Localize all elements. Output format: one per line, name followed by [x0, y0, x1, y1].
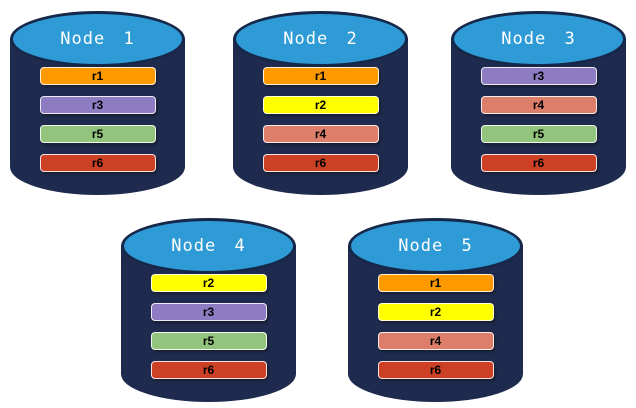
replica-label: r5	[91, 127, 104, 141]
replica-label: r3	[91, 98, 104, 112]
replica-label: r2	[314, 98, 327, 112]
cylinder-top: Node 1	[10, 11, 185, 67]
replica-label: r2	[429, 305, 442, 319]
replica-bar: r2	[262, 96, 379, 114]
replica-bar: r1	[377, 274, 494, 292]
node-label: Node 4	[171, 236, 246, 256]
replica-label: r2	[202, 276, 215, 290]
replica-bar: r2	[150, 274, 267, 292]
replica-label: r1	[314, 69, 327, 83]
replica-bar: r4	[262, 125, 379, 143]
cylinder-top: Node 4	[121, 218, 296, 274]
replica-label: r4	[532, 98, 545, 112]
replica-bar: r3	[480, 67, 597, 85]
replica-bar: r3	[39, 96, 156, 114]
cylinder-top: Node 5	[348, 218, 523, 274]
replica-bar: r5	[480, 125, 597, 143]
database-node: Node 3 r3 r4 r5 r6	[451, 11, 626, 195]
cylinder-top: Node 2	[233, 11, 408, 67]
replica-bar: r6	[377, 361, 494, 379]
replica-label: r4	[314, 127, 327, 141]
replica-bar: r6	[480, 154, 597, 172]
replica-label: r6	[91, 156, 104, 170]
node-label: Node 1	[60, 29, 135, 49]
replica-label: r1	[429, 276, 442, 290]
replica-list: r3 r4 r5 r6	[451, 67, 626, 172]
replica-bar: r6	[262, 154, 379, 172]
replica-bar: r6	[39, 154, 156, 172]
replica-list: r1 r3 r5 r6	[10, 67, 185, 172]
replica-label: r6	[532, 156, 545, 170]
database-node: Node 2 r1 r2 r4 r6	[233, 11, 408, 195]
node-label: Node 3	[501, 29, 576, 49]
cylinder-top: Node 3	[451, 11, 626, 67]
replica-label: r5	[532, 127, 545, 141]
replica-bar: r2	[377, 303, 494, 321]
node-label: Node 5	[398, 236, 473, 256]
replica-list: r1 r2 r4 r6	[348, 274, 523, 379]
replica-label: r4	[429, 334, 442, 348]
node-label: Node 2	[283, 29, 358, 49]
replica-bar: r5	[39, 125, 156, 143]
replica-bar: r3	[150, 303, 267, 321]
replica-bar: r4	[480, 96, 597, 114]
replica-bar: r1	[262, 67, 379, 85]
replica-bar: r4	[377, 332, 494, 350]
database-node: Node 5 r1 r2 r4 r6	[348, 218, 523, 402]
replica-bar: r5	[150, 332, 267, 350]
replica-label: r5	[202, 334, 215, 348]
replica-label: r3	[532, 69, 545, 83]
replica-label: r6	[314, 156, 327, 170]
replica-label: r6	[202, 363, 215, 377]
database-node: Node 4 r2 r3 r5 r6	[121, 218, 296, 402]
replica-label: r1	[91, 69, 104, 83]
replica-label: r3	[202, 305, 215, 319]
replica-bar: r1	[39, 67, 156, 85]
database-node: Node 1 r1 r3 r5 r6	[10, 11, 185, 195]
replica-list: r2 r3 r5 r6	[121, 274, 296, 379]
replica-label: r6	[429, 363, 442, 377]
replica-bar: r6	[150, 361, 267, 379]
replica-list: r1 r2 r4 r6	[233, 67, 408, 172]
